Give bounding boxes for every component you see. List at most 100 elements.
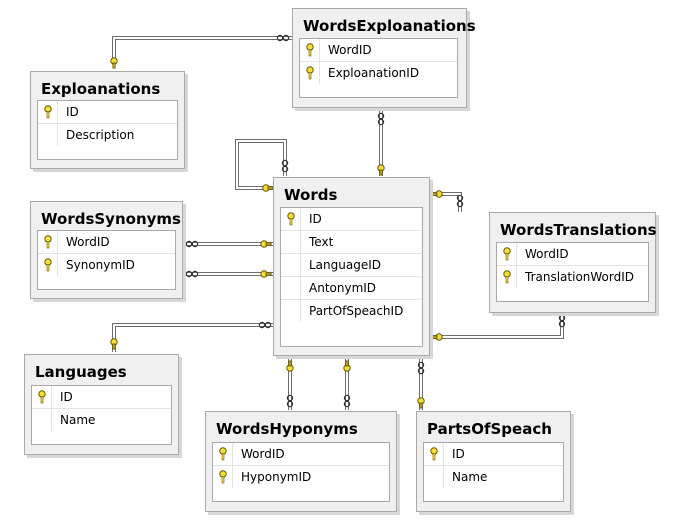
column-row[interactable]: Description — [38, 124, 177, 147]
table-wordshyponyms[interactable]: WordsHyponyms WordID HyponymID — [205, 411, 397, 512]
primary-key-icon — [219, 470, 227, 484]
key-end-icon — [431, 333, 443, 341]
infinity-end-icon — [286, 394, 294, 408]
table-title: Languages — [35, 363, 127, 381]
primary-key-icon — [44, 105, 52, 119]
column-row[interactable]: WordID — [300, 39, 457, 62]
column-name: ExploanationID — [328, 66, 420, 80]
infinity-end-icon — [343, 394, 351, 408]
key-end-icon — [343, 360, 351, 372]
column-name: Text — [309, 235, 334, 249]
key-end-icon — [417, 397, 425, 409]
key-end-icon — [110, 338, 118, 350]
table-title: WordsExploanations — [303, 17, 476, 35]
column-row[interactable]: ID — [32, 386, 171, 409]
primary-key-icon — [306, 66, 314, 80]
table-title: WordsHyponyms — [216, 420, 358, 438]
column-row[interactable]: HyponymID — [213, 466, 389, 489]
infinity-end-icon — [185, 240, 199, 248]
column-name: WordID — [66, 235, 110, 249]
table-wordssynonyms[interactable]: WordsSynonyms WordID SynonymID — [30, 201, 183, 299]
column-name: ID — [309, 212, 322, 226]
column-name: TranslationWordID — [525, 270, 635, 284]
column-name: AntonymID — [309, 281, 377, 295]
table-title: WordsTranslations — [500, 221, 657, 239]
primary-key-icon — [38, 390, 46, 404]
key-end-icon — [286, 360, 294, 372]
infinity-end-icon — [276, 34, 290, 42]
relation-wordsexploanations-exploanations[interactable] — [112, 36, 293, 58]
column-row[interactable]: ID — [424, 443, 563, 466]
column-row[interactable]: ID — [38, 101, 177, 124]
column-row[interactable]: WordID — [38, 231, 175, 254]
column-name: PartOfSpeachID — [309, 304, 404, 318]
key-end-icon — [377, 164, 385, 176]
relation-words-self-antonym[interactable] — [235, 139, 287, 190]
column-name: Name — [452, 470, 488, 484]
column-row[interactable]: WordID — [497, 243, 648, 266]
infinity-end-icon — [558, 314, 566, 328]
column-list: ID Text LanguageID AntonymID PartOfSpeac… — [280, 207, 423, 347]
primary-key-icon — [44, 258, 52, 272]
column-name: LanguageID — [309, 258, 381, 272]
column-row[interactable]: ExploanationID — [300, 62, 457, 85]
column-row[interactable]: Text — [281, 231, 422, 254]
column-name: ID — [60, 390, 73, 404]
infinity-end-icon — [456, 194, 464, 208]
infinity-end-icon — [281, 159, 289, 173]
table-title: WordsSynonyms — [41, 210, 181, 228]
key-end-icon — [110, 57, 118, 69]
primary-key-icon — [503, 270, 511, 284]
column-row[interactable]: Name — [424, 466, 563, 489]
primary-key-icon — [219, 447, 227, 461]
infinity-end-icon — [185, 270, 199, 278]
table-languages[interactable]: Languages ID Name — [24, 354, 179, 455]
column-list: ID Name — [31, 385, 172, 445]
relation-wordstranslations-words-2[interactable] — [430, 313, 564, 339]
column-list: ID Description — [37, 100, 178, 160]
column-name: WordID — [241, 447, 285, 461]
column-name: ID — [452, 447, 465, 461]
column-row[interactable]: Name — [32, 409, 171, 432]
table-title: PartsOfSpeach — [427, 420, 552, 438]
column-row[interactable]: PartOfSpeachID — [281, 300, 422, 323]
column-list: WordID ExploanationID — [299, 38, 458, 98]
table-wordstranslations[interactable]: WordsTranslations WordID TranslationWord… — [489, 212, 657, 313]
column-row[interactable]: SynonymID — [38, 254, 175, 277]
column-name: SynonymID — [66, 258, 135, 272]
column-name: WordID — [525, 247, 569, 261]
primary-key-icon — [287, 212, 295, 226]
primary-key-icon — [306, 43, 314, 57]
relation-languages-words[interactable] — [112, 323, 273, 352]
column-row[interactable]: ID — [281, 208, 422, 231]
key-end-icon — [260, 270, 272, 278]
primary-key-icon — [430, 447, 438, 461]
column-name: WordID — [328, 43, 372, 57]
infinity-end-icon — [377, 112, 385, 126]
column-row[interactable]: TranslationWordID — [497, 266, 648, 289]
column-list: WordID TranslationWordID — [496, 242, 649, 302]
column-name: HyponymID — [241, 470, 312, 484]
column-list: ID Name — [423, 442, 564, 502]
column-row[interactable]: WordID — [213, 443, 389, 466]
column-name: Description — [66, 128, 135, 142]
primary-key-icon — [44, 235, 52, 249]
key-end-icon — [260, 240, 272, 248]
column-name: Name — [60, 413, 96, 427]
relation-wordstranslations-words-1[interactable] — [430, 192, 462, 212]
table-partsofspeach[interactable]: PartsOfSpeach ID Name — [416, 411, 571, 512]
primary-key-icon — [503, 247, 511, 261]
table-words[interactable]: Words ID Text LanguageID AntonymID Par — [273, 177, 430, 356]
column-list: WordID HyponymID — [212, 442, 390, 502]
infinity-end-icon — [417, 361, 425, 375]
table-wordsexploanations[interactable]: WordsExploanations WordID ExploanationID — [292, 8, 476, 108]
key-end-icon — [431, 190, 443, 198]
column-row[interactable]: LanguageID — [281, 254, 422, 277]
column-list: WordID SynonymID — [37, 230, 176, 290]
infinity-end-icon — [258, 321, 272, 329]
table-exploanations[interactable]: Exploanations ID Description — [30, 71, 185, 169]
column-name: ID — [66, 105, 79, 119]
column-row[interactable]: AntonymID — [281, 277, 422, 300]
